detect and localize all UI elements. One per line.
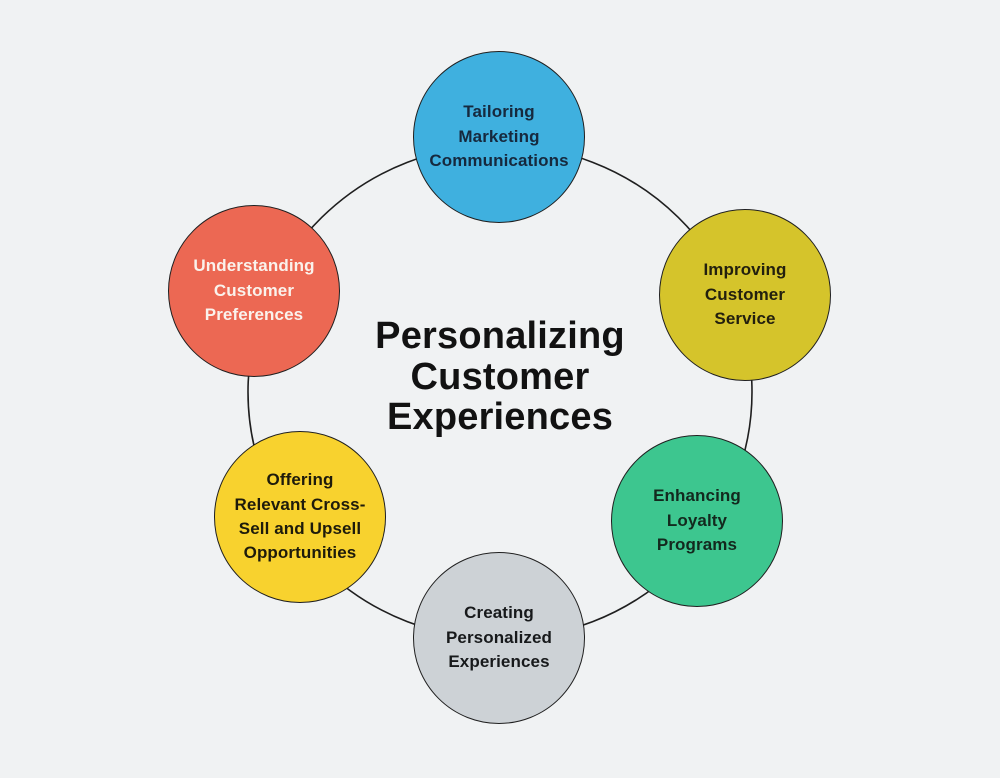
- node-enhancing-loyalty-programs: Enhancing Loyalty Programs: [611, 435, 783, 607]
- node-label: Enhancing Loyalty Programs: [653, 486, 741, 555]
- node-label: Offering Relevant Cross- Sell and Upsell…: [234, 470, 366, 563]
- node-improving-customer-service: Improving Customer Service: [659, 209, 831, 381]
- node-label: Understanding Customer Preferences: [193, 256, 315, 325]
- node-offering-cross-sell-upsell-opportunities: Offering Relevant Cross- Sell and Upsell…: [214, 431, 386, 603]
- node-label: Creating Personalized Experiences: [445, 603, 553, 672]
- node-creating-personalized-experiences: Creating Personalized Experiences: [413, 552, 585, 724]
- node-tailoring-marketing-communications: Tailoring Marketing Communications: [413, 51, 585, 223]
- node-label: Improving Customer Service: [703, 260, 787, 329]
- node-label: Tailoring Marketing Communications: [429, 102, 569, 171]
- node-understanding-customer-preferences: Understanding Customer Preferences: [168, 205, 340, 377]
- diagram-title: Personalizing Customer Experiences: [375, 315, 625, 439]
